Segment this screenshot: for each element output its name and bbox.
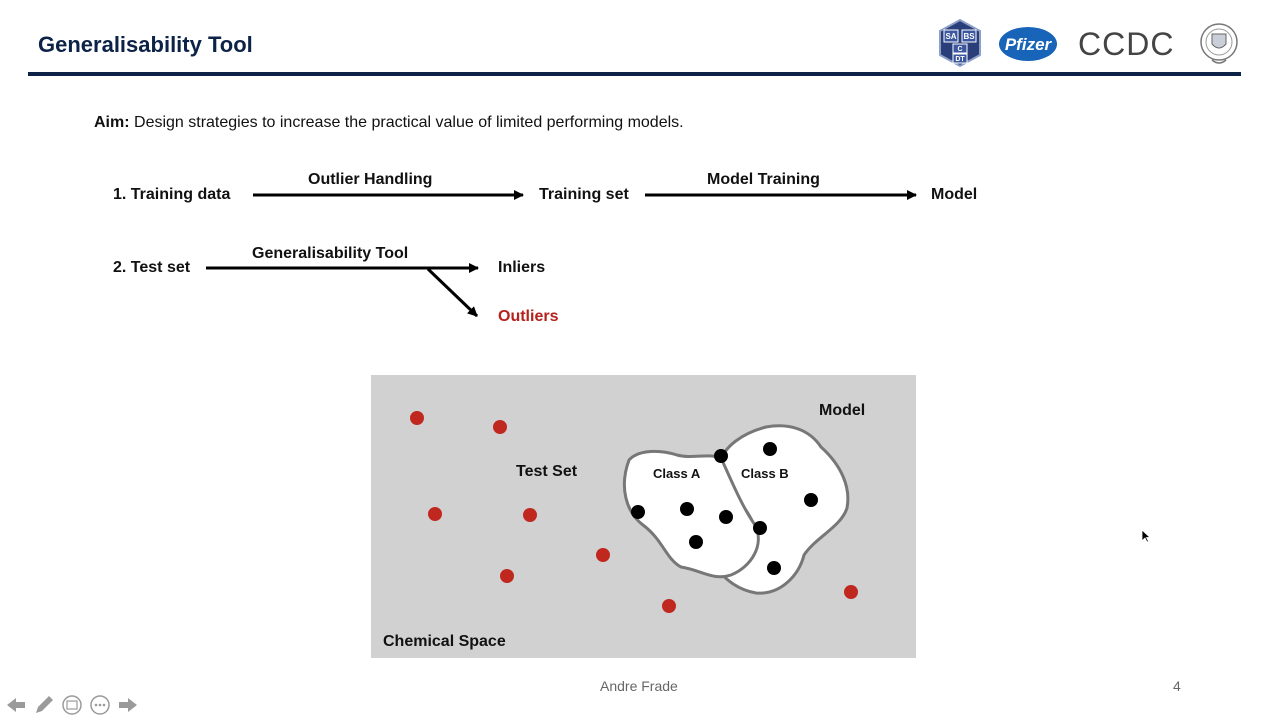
aim-text: Design strategies to increase the practi…	[129, 114, 684, 131]
inlier-point	[763, 442, 777, 456]
inlier-point	[753, 521, 767, 535]
class-b-label: Class B	[741, 466, 789, 481]
chemical-space-panel: Model Test Set Class A Class B Chemical …	[371, 375, 916, 658]
flow1-start: 1. Training data	[113, 186, 231, 203]
header-rule	[28, 72, 1241, 76]
flow1-mid: Training set	[539, 186, 629, 203]
mouse-cursor-icon	[1141, 529, 1151, 543]
chemical-space-diagram	[410, 411, 858, 613]
sabs-logo-text-bs: BS	[963, 32, 975, 41]
outlier-point	[596, 548, 610, 562]
inlier-point	[631, 505, 645, 519]
outlier-point	[493, 420, 507, 434]
sabs-logo-text-sa: SA	[945, 32, 956, 41]
pen-icon[interactable]	[32, 694, 56, 716]
ccdc-logo: CCDC	[1078, 26, 1174, 62]
outlier-point	[662, 599, 676, 613]
class-a-label: Class A	[653, 466, 701, 481]
pfizer-logo-text: Pfizer	[1005, 35, 1053, 54]
footer-author: Andre Frade	[600, 678, 678, 694]
oxford-crest-logo	[1200, 23, 1238, 64]
inlier-point	[719, 510, 733, 524]
inlier-point	[714, 449, 728, 463]
flow1-step2-label: Model Training	[707, 171, 820, 188]
slide-sorter-icon[interactable]	[60, 694, 84, 716]
outlier-point	[410, 411, 424, 425]
inlier-point	[804, 493, 818, 507]
arrow-to-outliers	[426, 267, 479, 318]
outlier-point	[500, 569, 514, 583]
aim-statement: Aim: Design strategies to increase the p…	[94, 114, 684, 132]
slide-title: Generalisability Tool	[38, 32, 253, 57]
model-label: Model	[819, 402, 866, 419]
flow1-step1-label: Outlier Handling	[308, 171, 433, 188]
aim-label: Aim:	[94, 114, 130, 131]
pfizer-logo: Pfizer	[999, 27, 1057, 61]
flow1-end: Model	[931, 186, 978, 203]
flow2-start: 2. Test set	[113, 259, 191, 276]
arrow-right-icon[interactable]	[116, 694, 140, 716]
more-icon[interactable]	[88, 694, 112, 716]
flow2-outliers: Outliers	[498, 308, 559, 325]
sabs-logo-text-dt: DT	[955, 56, 965, 63]
sabs-cdt-logo: SA BS C DT	[939, 18, 981, 68]
presentation-controls	[4, 694, 140, 716]
flow2-inliers: Inliers	[498, 259, 546, 276]
sabs-logo-text-c: C	[957, 46, 962, 53]
test-set-label: Test Set	[516, 463, 578, 480]
arrow-left-icon[interactable]	[4, 694, 28, 716]
slide-number: 4	[1173, 678, 1181, 694]
flow2-step-label: Generalisability Tool	[252, 245, 409, 262]
inlier-point	[767, 561, 781, 575]
ccdc-logo-text: CCDC	[1078, 26, 1174, 62]
outlier-point	[523, 508, 537, 522]
chemical-space-label: Chemical Space	[383, 633, 506, 650]
outlier-point	[428, 507, 442, 521]
inlier-point	[689, 535, 703, 549]
outlier-point	[844, 585, 858, 599]
inlier-point	[680, 502, 694, 516]
